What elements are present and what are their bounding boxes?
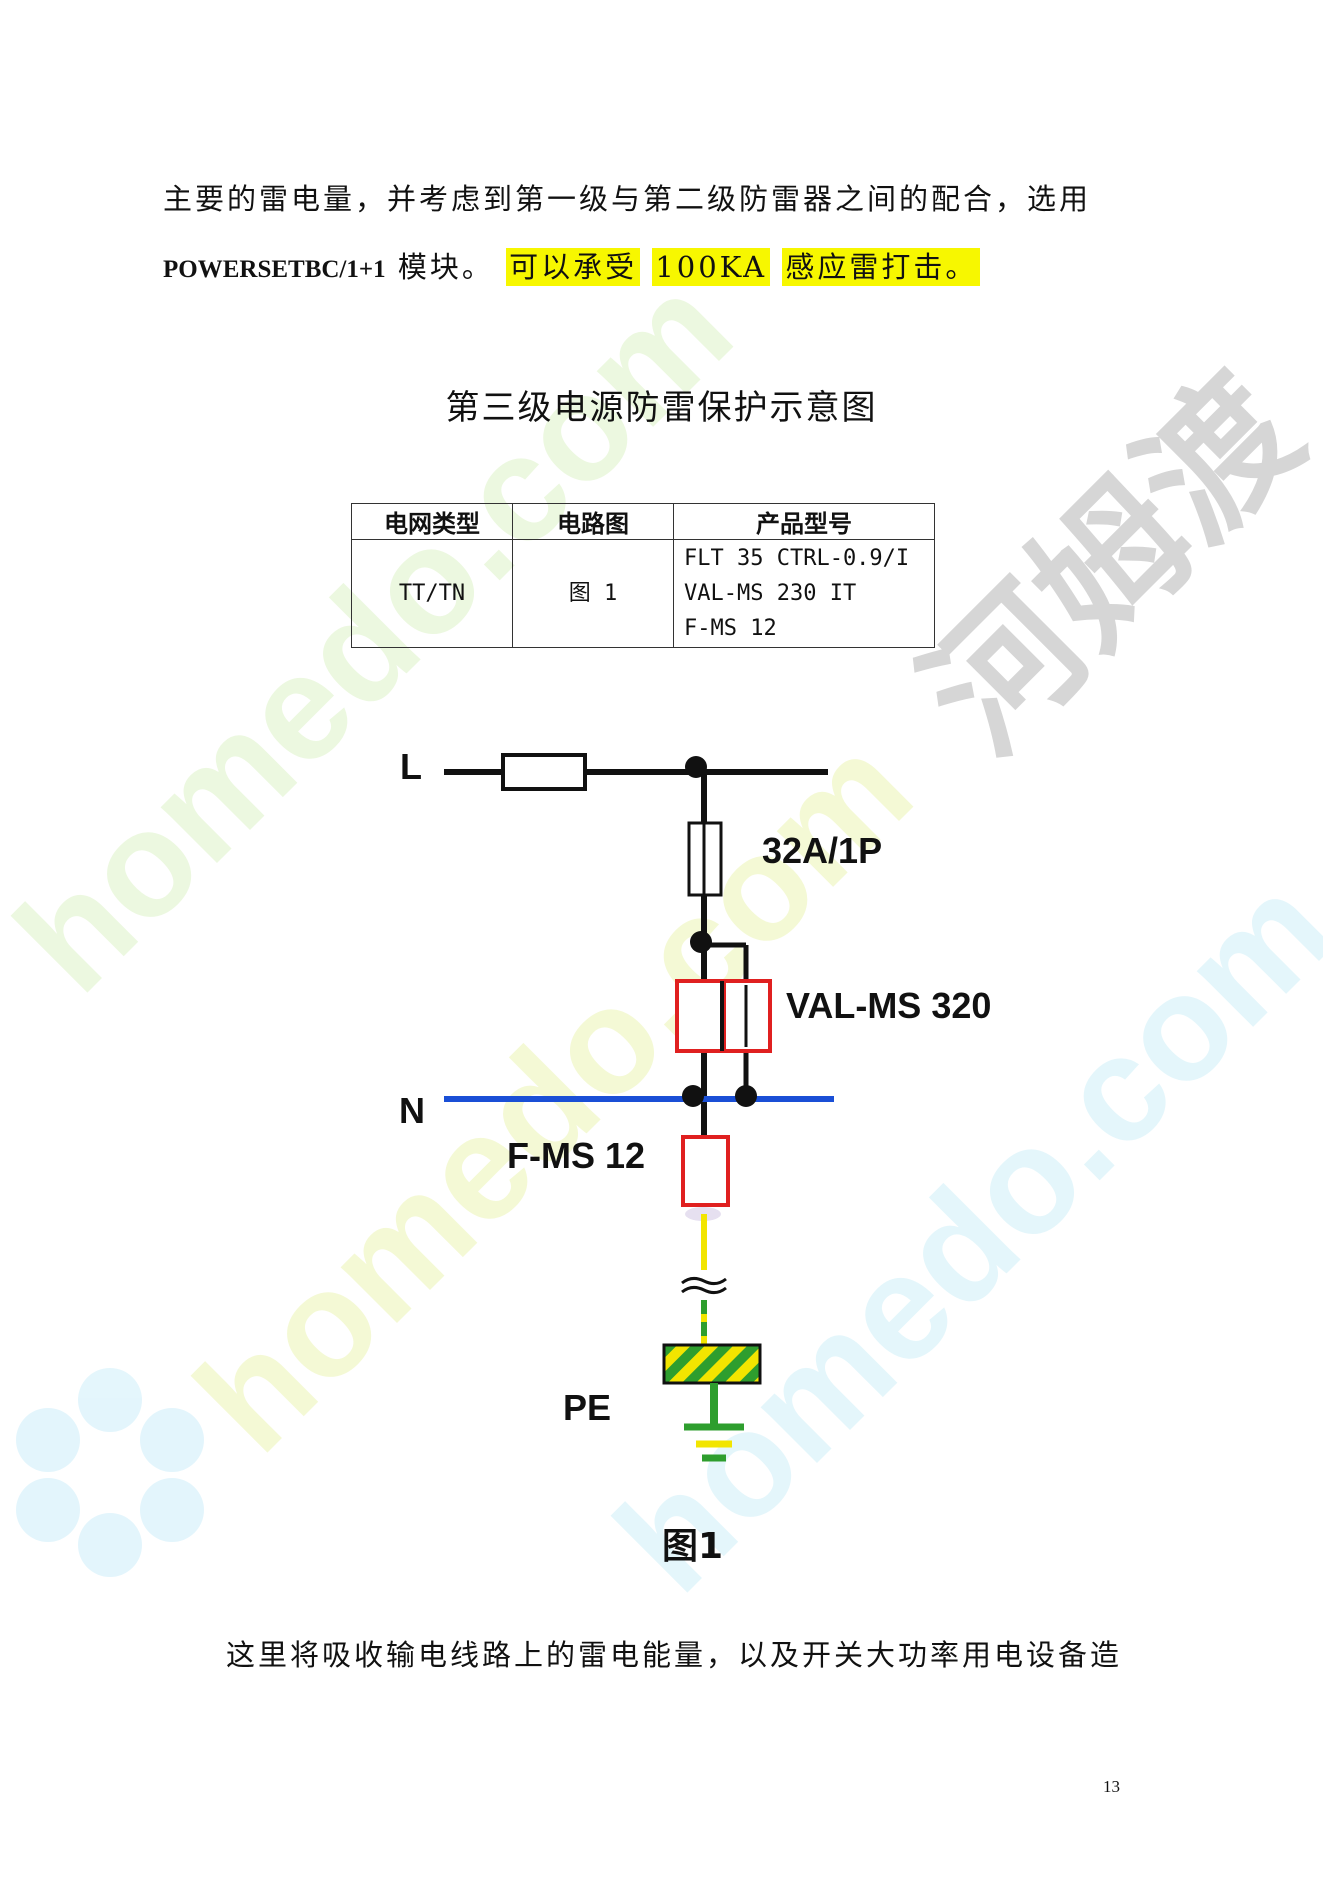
label-L: L <box>400 746 422 787</box>
cell-circuit: 图 1 <box>512 539 674 648</box>
break-symbol-icon <box>681 1276 727 1295</box>
f-ms-device <box>681 1135 730 1207</box>
val-ms-left <box>675 979 724 1053</box>
product-2: VAL-MS 230 IT <box>684 581 857 606</box>
highlight-text-2: 100KA <box>652 248 771 286</box>
model-suffix: 模块。 <box>397 250 494 284</box>
paragraph-1-text: 主要的雷电量，并考虑到第一级与第二级防雷器之间的配合，选用 <box>163 182 1092 216</box>
figure-caption: 图1 <box>662 1526 723 1567</box>
table-row: TT/TN 图 1 FLT 35 CTRL-0.9/I VAL-MS 230 I… <box>351 539 935 648</box>
junction-n-2 <box>735 1085 757 1107</box>
table-header-product: 产品型号 <box>673 503 935 540</box>
table-header-grid-type: 电网类型 <box>351 503 513 540</box>
circuit-diagram: L 32A/1P VAL-MS 320 N F-MS 12 <box>399 746 991 1295</box>
product-3: F-MS 12 <box>684 616 777 641</box>
earth-section: PE 图1 <box>563 1300 762 1567</box>
main-fuse <box>501 753 587 791</box>
label-val: VAL-MS 320 <box>786 985 991 1026</box>
paragraph-1-line-2: POWERSETBC/1+1 模块。 可以承受 100KA 感应雷打击。 <box>163 244 981 286</box>
cell-products: FLT 35 CTRL-0.9/I VAL-MS 230 IT F-MS 12 <box>673 539 935 648</box>
product-1: FLT 35 CTRL-0.9/I <box>684 546 910 571</box>
earth-bar <box>662 1343 762 1385</box>
label-N: N <box>399 1090 425 1131</box>
model-name: POWERSETBC/1+1 <box>163 256 386 283</box>
junction-val <box>690 931 712 953</box>
highlight-text-3: 感应雷打击。 <box>782 248 981 286</box>
label-PE: PE <box>563 1387 611 1428</box>
highlight-text-1: 可以承受 <box>506 248 641 286</box>
page-number: 13 <box>1103 1777 1120 1796</box>
product-table: 电网类型 电路图 产品型号 TT/TN 图 1 FLT 35 CTRL-0.9/… <box>351 503 935 648</box>
label-fuse: 32A/1P <box>762 830 882 871</box>
junction-n-1 <box>682 1085 704 1107</box>
label-fms: F-MS 12 <box>507 1135 645 1176</box>
section-title: 第三级电源防雷保护示意图 <box>445 388 878 428</box>
paragraph-1-line-1: 主要的雷电量，并考虑到第一级与第二级防雷器之间的配合，选用 <box>163 176 1091 218</box>
paragraph-2: 这里将吸收输电线路上的雷电能量，以及开关大功率用电设备造 <box>226 1638 1123 1672</box>
